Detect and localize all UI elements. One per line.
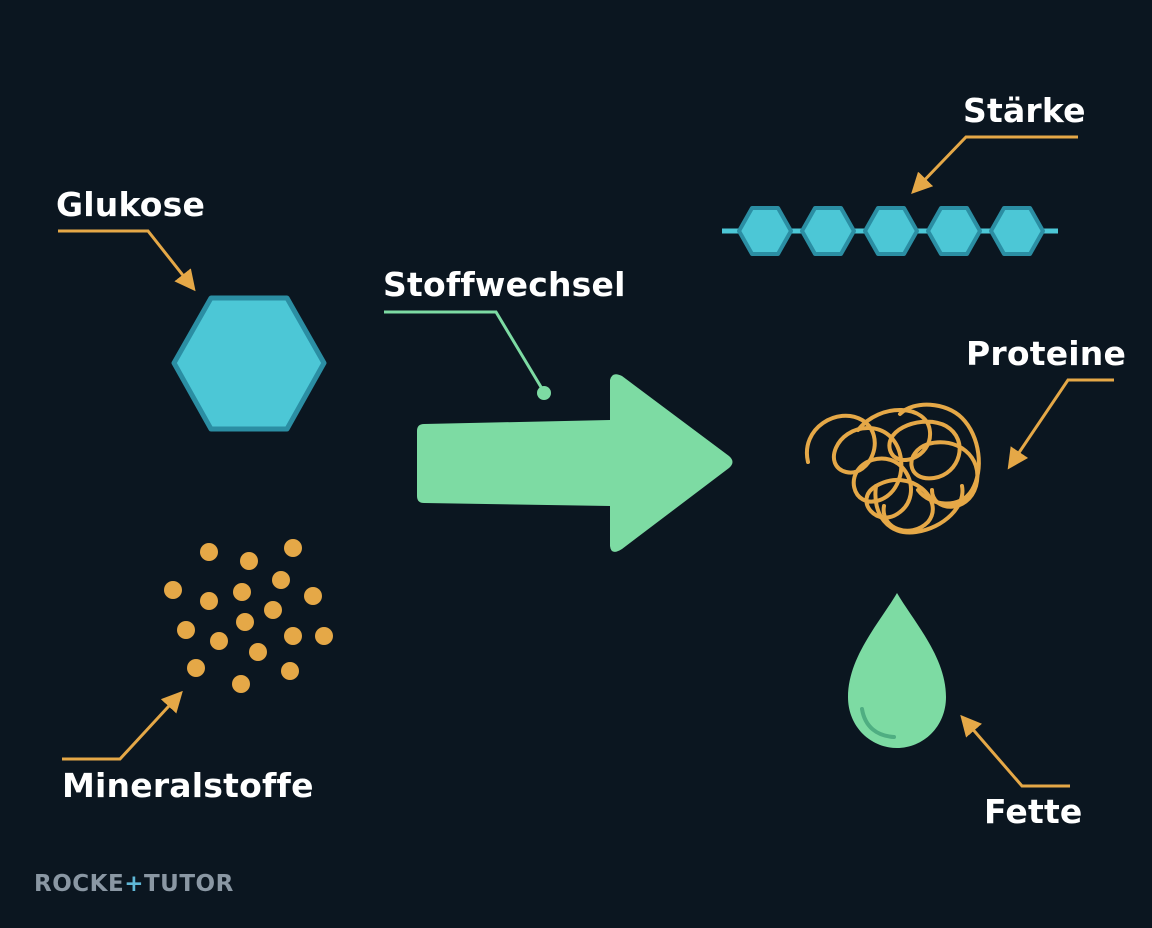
droplet-highlight	[860, 707, 896, 739]
logo-plus: +	[124, 871, 144, 897]
fette-droplet-icon	[848, 593, 946, 748]
proteine-tangled-strand-icon	[804, 402, 981, 535]
proteine-label: Proteine	[966, 334, 1127, 373]
staerke-hexagon-chain-icon	[722, 206, 1058, 256]
glukose-pointer-arrow	[58, 229, 196, 292]
fette-label: Fette	[984, 792, 1083, 831]
fette-pointer-arrow	[960, 714, 1070, 788]
glukose-label: Glukose	[56, 185, 206, 224]
stoffwechsel-big-arrow-icon	[417, 374, 733, 552]
stoffwechsel-leader-line	[384, 310, 546, 393]
staerke-label: Stärke	[963, 91, 1086, 130]
stoffwechsel-label: Stoffwechsel	[383, 265, 626, 304]
logo-part-1: ROCKE	[34, 871, 125, 897]
mineralstoffe-label: Mineralstoffe	[62, 766, 314, 805]
stoffwechsel-leader-dot	[537, 386, 551, 400]
mineralstoffe-dot-cluster-icon	[164, 539, 333, 693]
glukose-hexagon-icon	[171, 295, 327, 432]
logo-part-2: TUTOR	[143, 871, 234, 897]
proteine-pointer-arrow	[1007, 378, 1114, 470]
staerke-pointer-arrow	[911, 135, 1078, 195]
brand-logo: ROCKE+TUTOR	[34, 871, 234, 897]
mineralstoffe-pointer-arrow	[62, 690, 183, 761]
